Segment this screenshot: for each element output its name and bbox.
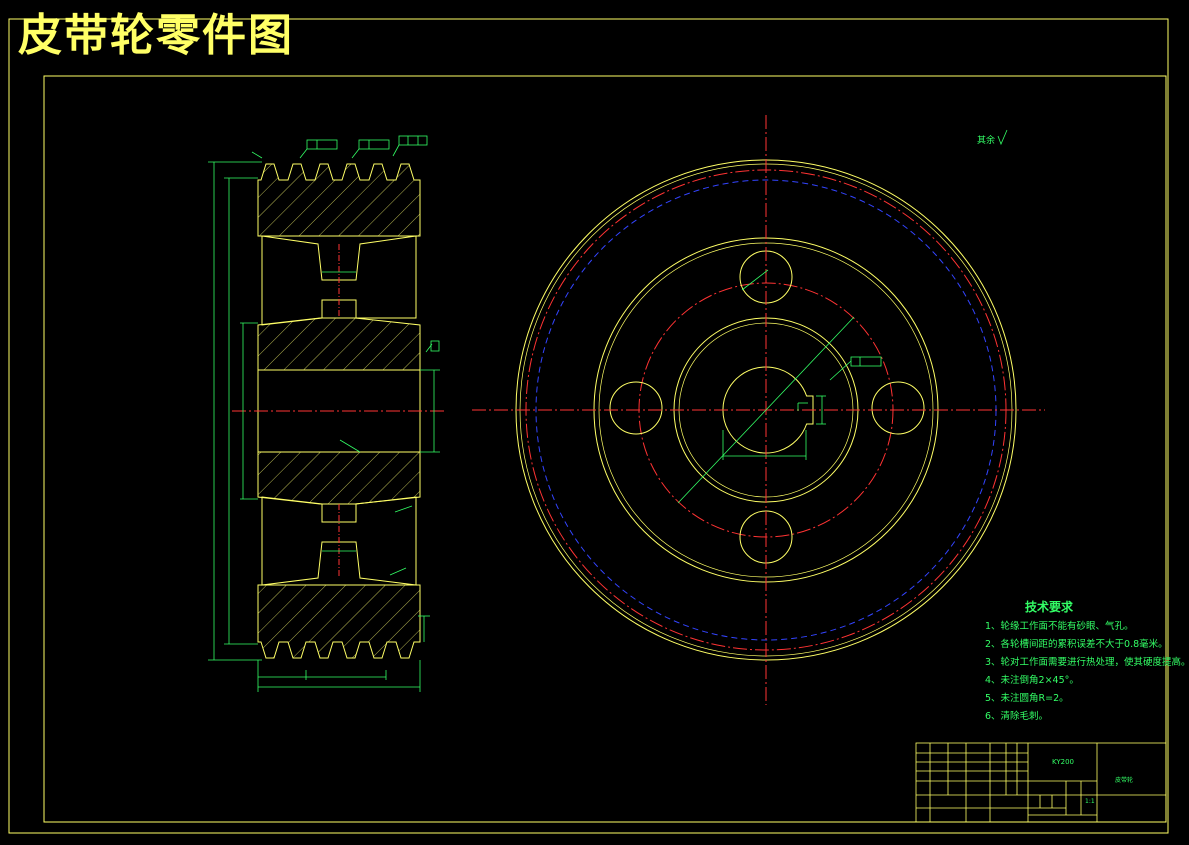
front-dimensions [677,269,882,504]
upper-cavity [261,235,417,326]
lower-rim [257,584,421,659]
requirement-item: 5、未注圆角R=2。 [985,693,1069,704]
page-title: 皮带轮零件图 [18,10,294,61]
lower-hub [257,451,421,505]
section-view [208,135,445,692]
hole-left [609,381,663,435]
bore-keyway [722,366,814,454]
requirement-item: 1、轮缘工作面不能有砂眼、气孔。 [985,621,1134,632]
technical-requirements-heading: 技术要求 [1025,600,1074,614]
title-block-model: KY200 [1052,758,1074,766]
inner-border [43,75,1167,823]
requirement-item: 2、各轮槽间距的累积误差不大于0.8毫米。 [985,639,1168,650]
section-dimensions [208,161,440,692]
title-block-part-name: 皮带轮 [1115,777,1134,784]
outer-border [8,18,1169,834]
upper-rim [257,163,421,237]
roughness-symbol [997,129,1008,146]
upper-hub [257,317,421,371]
title-block-scale: 1:1 [1085,798,1095,805]
technical-requirements: 技术要求 1、轮缘工作面不能有砂眼、气孔。 2、各轮槽间距的累积误差不大于0.8… [985,598,1189,726]
front-view [472,115,1045,705]
roughness-note: 其余 [977,136,996,146]
tolerance-frames [251,135,440,352]
requirement-item: 4、未注倒角2×45°。 [985,675,1079,686]
title-block-grid [915,742,1167,823]
requirement-item: 3、轮对工作面需要进行热处理，使其硬度提高。 [985,657,1189,668]
hole-right [871,381,925,435]
requirement-item: 6、清除毛刺。 [985,711,1049,722]
